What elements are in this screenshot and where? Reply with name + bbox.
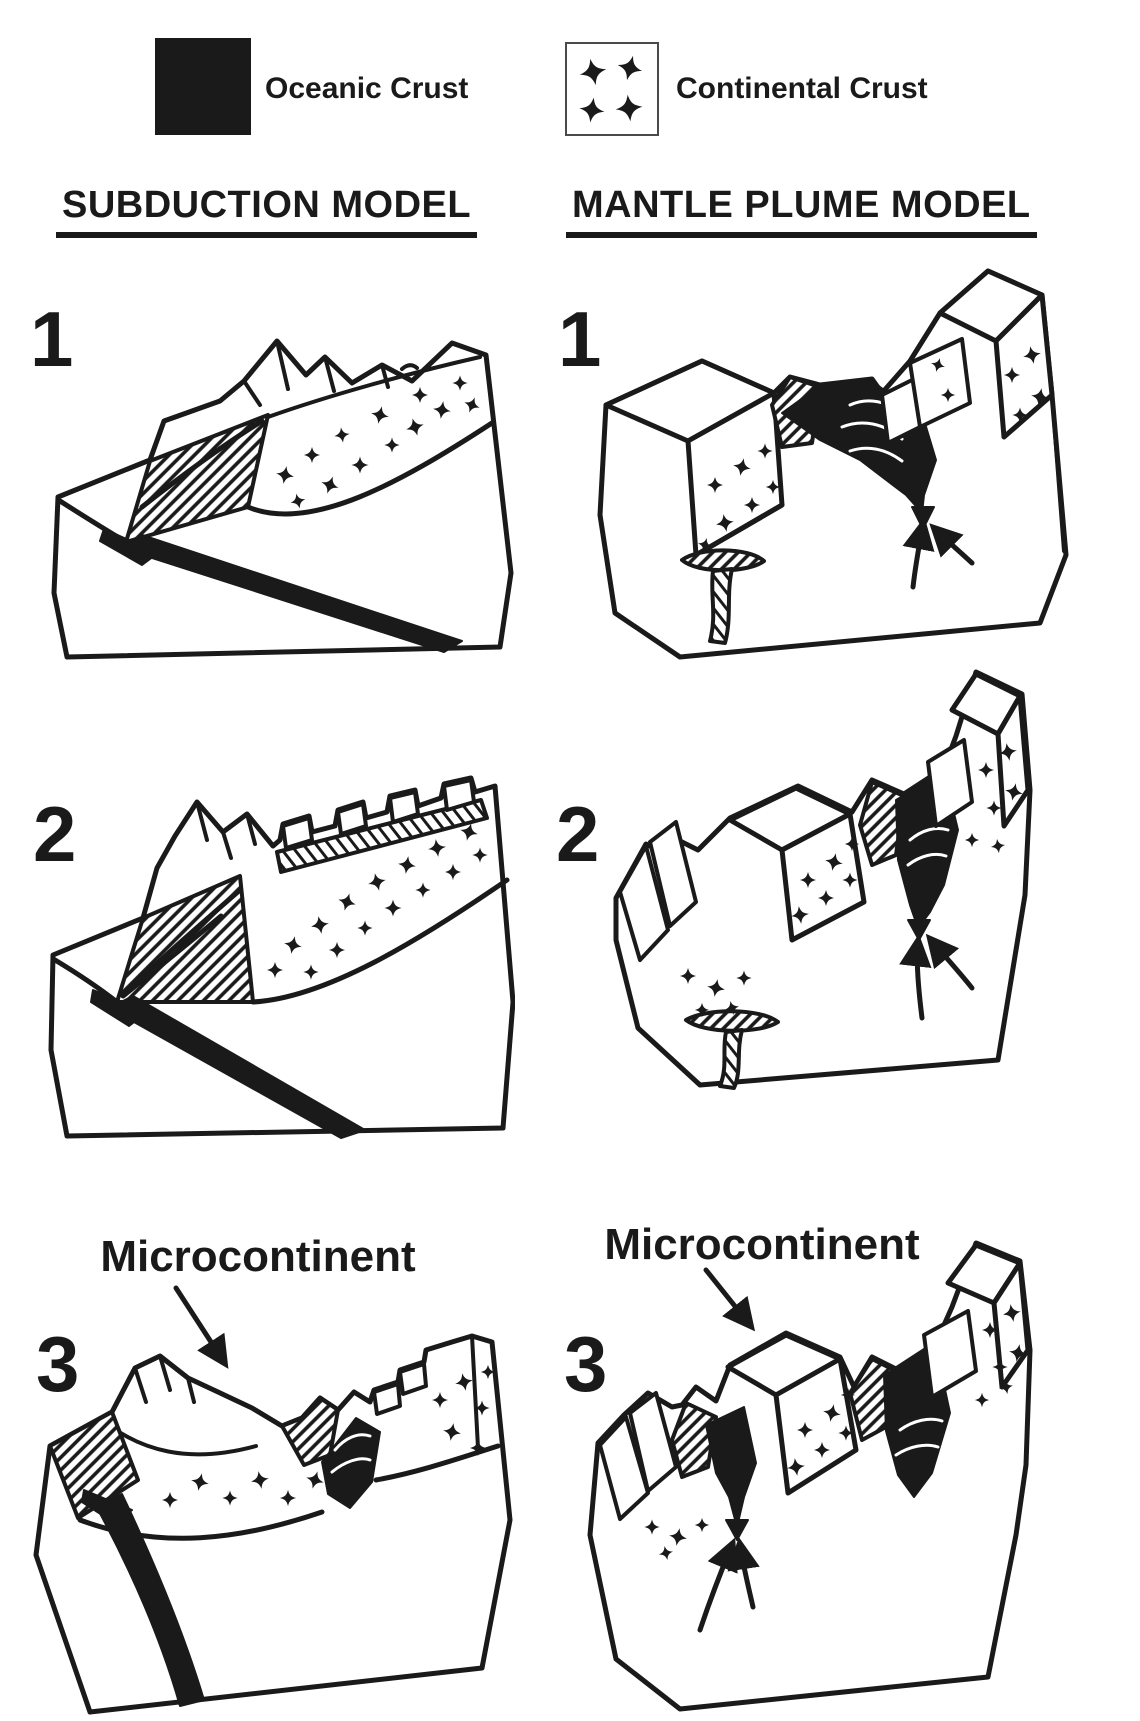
uplift-arrows [899,933,975,1021]
annotation-arrow [173,1285,229,1369]
plume-stage-3-diagram [587,1240,1033,1712]
fault-blocks [275,778,489,874]
continental-block-left [603,358,785,558]
subduction-stage-1-number: 1 [30,295,74,383]
plume-microcontinent-label: Microcontinent [604,1220,920,1269]
oceanic-slab [99,528,463,653]
subduction-model-title: SUBDUCTION MODEL [56,184,478,238]
mountain-range [242,339,482,419]
continental-block-right [926,671,1031,829]
tilted-fault-blocks [598,1391,678,1521]
uplift-arrows [697,1536,760,1633]
continental-crust-swatch [565,42,659,136]
subduction-stage-2-diagram [48,775,515,1139]
plume-stage-2-number: 2 [556,790,600,878]
continental-surface-edge [77,1334,501,1541]
annotation-arrow [703,1267,756,1332]
subduction-microcontinent-label: Microcontinent [100,1232,416,1281]
mantle-plume [680,548,766,645]
subduction-stage-1-diagram [51,338,514,660]
uplift-arrows [902,517,975,590]
continental-stars-icon [576,52,646,125]
subduction-stage-2-number: 2 [33,790,77,878]
plume-stage-2-diagram [613,669,1033,1090]
small-ocean-basin [280,1396,381,1509]
mountain-range [195,800,257,860]
continental-block-left [727,785,867,943]
microcontinent-block [725,1332,859,1496]
oceanic-crust-label: Oceanic Crust [265,72,469,105]
subduction-stage-3-diagram [33,1285,513,1715]
subduction-stage-3-number: 3 [36,1320,80,1408]
mantle-plume-model-title: MANTLE PLUME MODEL [566,184,1037,238]
plume-stage-1-number: 1 [558,295,602,383]
oceanic-slab [81,1489,205,1707]
accretionary-wedge [124,413,270,544]
ocean-basin-left [670,1401,757,1541]
oceanic-slab [90,989,366,1139]
continental-crust-label: Continental Crust [676,72,928,105]
tilted-fault-blocks [618,820,698,962]
oceanic-crust-swatch [155,38,251,135]
mantle-plume [684,1009,780,1090]
block-silhouette [51,338,514,660]
plume-stage-1-diagram [597,268,1069,660]
fault-blocks [372,1362,428,1416]
accretionary-wedge [115,874,255,1004]
subduction-wedge [48,1410,140,1520]
plume-stage-3-number: 3 [564,1320,608,1408]
